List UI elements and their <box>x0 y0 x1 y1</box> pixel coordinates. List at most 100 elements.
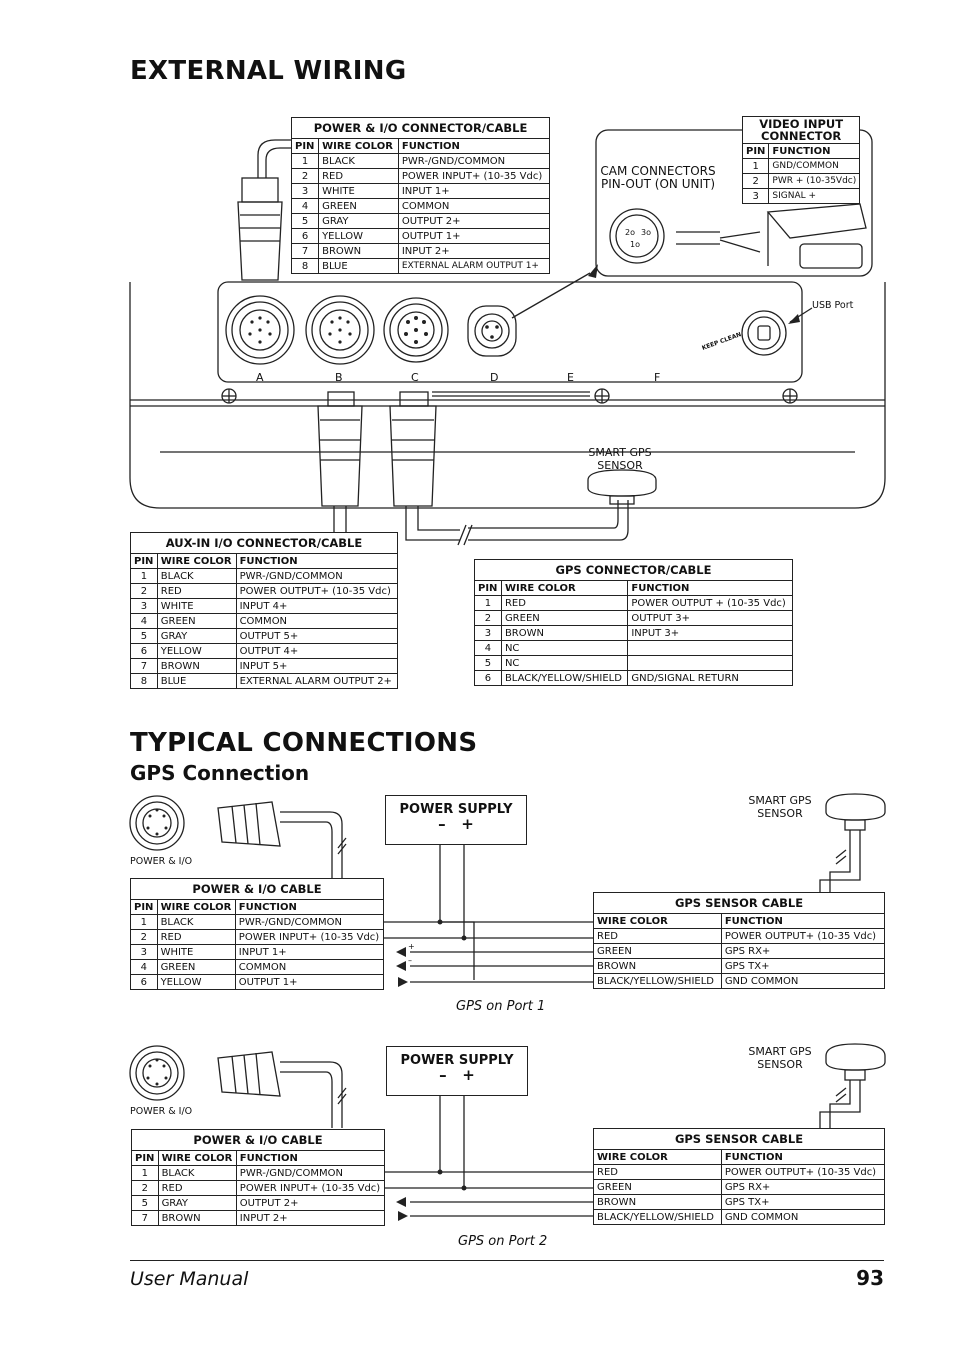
cell: POWER OUTPUT+ (10-35 Vdc) <box>720 1164 886 1180</box>
power-supply-label: POWER SUPPLY <box>400 1053 514 1068</box>
power-io-cable-table-2: POWER & I/O CABLE PIN WIRE COLOR FUNCTIO… <box>131 1129 386 1226</box>
cell: BLUE <box>156 673 237 689</box>
aux-in-connector-table: AUX-IN I/O CONNECTOR/CABLE PIN WIRE COLO… <box>130 532 399 689</box>
cell: 8 <box>290 258 320 274</box>
power-supply-box: POWER SUPPLY – + <box>386 1046 528 1096</box>
power-supply-label: POWER SUPPLY <box>399 802 513 817</box>
caption-gps-port-1: GPS on Port 1 <box>456 999 546 1014</box>
page-title: EXTERNAL WIRING <box>130 56 407 86</box>
port-letter-b: B <box>335 371 343 384</box>
col-header: WIRE COLOR <box>157 1150 237 1166</box>
col-header: FUNCTION <box>720 1149 886 1165</box>
cell: 6 <box>474 670 502 686</box>
cam-pin-2: 2o <box>625 228 635 237</box>
table-title: GPS SENSOR CABLE <box>593 892 885 914</box>
footer-manual-label: User Manual <box>130 1268 249 1290</box>
minus-mark: – <box>408 956 412 965</box>
cell: BLACK/YELLOW/SHIELD <box>593 1209 722 1225</box>
cam-pin-3: 3o <box>641 228 651 237</box>
cell: BLUE <box>318 258 399 274</box>
cell: 2 <box>290 168 320 184</box>
cell: RED <box>157 1180 237 1196</box>
table-title: POWER & I/O CABLE <box>131 1129 385 1151</box>
footer-divider <box>130 1260 884 1261</box>
usb-port-label: USB Port <box>812 300 854 311</box>
section-subtitle-gps-connection: GPS Connection <box>130 761 310 785</box>
cell: PWR-/GND/COMMON <box>235 1165 386 1181</box>
gps-sensor-cable-table-2: GPS SENSOR CABLE WIRE COLOR FUNCTION RED… <box>593 1128 886 1225</box>
port-letter-d: D <box>490 371 499 384</box>
power-io-connector-table: POWER & I/O CONNECTOR/CABLE PIN WIRE COL… <box>290 117 551 274</box>
col-header: FUNCTION <box>235 1150 386 1166</box>
table-title: VIDEO INPUT CONNECTOR <box>741 116 861 144</box>
port-letter-a: A <box>256 371 264 384</box>
cam-pin-1: 1o <box>630 240 640 249</box>
cell: GPS TX+ <box>720 1194 886 1210</box>
cell: GND/SIGNAL RETURN <box>627 670 793 686</box>
cell: RED <box>593 1164 722 1180</box>
table-title: AUX-IN I/O CONNECTOR/CABLE <box>130 532 398 554</box>
power-supply-box: POWER SUPPLY – + <box>385 795 527 845</box>
smart-gps-sensor-label: SMART GPS SENSOR <box>588 446 652 472</box>
cell: GREEN <box>593 1179 722 1195</box>
ps-minus: – <box>439 1066 447 1084</box>
cell: BLACK/YELLOW/SHIELD <box>500 670 629 686</box>
ps-minus: – <box>438 815 446 833</box>
cell: NC <box>500 640 629 656</box>
table-title: GPS SENSOR CABLE <box>593 1128 885 1150</box>
cell: 5 <box>131 1195 159 1211</box>
cell: 1 <box>131 1165 159 1181</box>
ps-plus: + <box>461 815 474 833</box>
cell: 7 <box>131 1210 159 1226</box>
ps-plus: + <box>462 1066 475 1084</box>
cell: GRAY <box>157 1195 237 1211</box>
cell: POWER INPUT+ (10-35 Vdc) <box>235 1180 386 1196</box>
power-io-cable-table-1: POWER & I/O CABLE PIN WIRE COLOR FUNCTIO… <box>130 878 385 990</box>
cell: YELLOW <box>156 974 236 990</box>
plus-mark: + <box>408 942 415 951</box>
table-title: POWER & I/O CONNECTOR/CABLE <box>291 117 550 139</box>
section-title-typical-connections: TYPICAL CONNECTIONS <box>130 728 478 758</box>
caption-gps-port-2: GPS on Port 2 <box>458 1234 548 1249</box>
cell: GPS RX+ <box>720 1179 886 1195</box>
cell: OUTPUT 2+ <box>235 1195 386 1211</box>
cam-connectors-label: CAM CONNECTORS PIN-OUT (ON UNIT) <box>600 164 716 191</box>
cell: GND COMMON <box>720 973 886 989</box>
power-io-label: POWER & I/O <box>130 856 193 867</box>
cell: INPUT 2+ <box>235 1210 386 1226</box>
cell: GND COMMON <box>720 1209 886 1225</box>
gps-connector-table: GPS CONNECTOR/CABLE PIN WIRE COLOR FUNCT… <box>474 559 793 686</box>
col-header: WIRE COLOR <box>593 1149 722 1165</box>
smart-gps-sensor-label: SMART GPS SENSOR <box>748 1045 812 1071</box>
cell: SIGNAL + <box>768 188 861 204</box>
cell: 2 <box>131 1180 159 1196</box>
col-header: PIN <box>131 1150 159 1166</box>
cell: EXTERNAL ALARM OUTPUT 1+ <box>397 258 551 274</box>
cell: BROWN <box>593 1194 722 1210</box>
port-letter-e: E <box>567 371 574 384</box>
page-number: 93 <box>856 1266 884 1290</box>
